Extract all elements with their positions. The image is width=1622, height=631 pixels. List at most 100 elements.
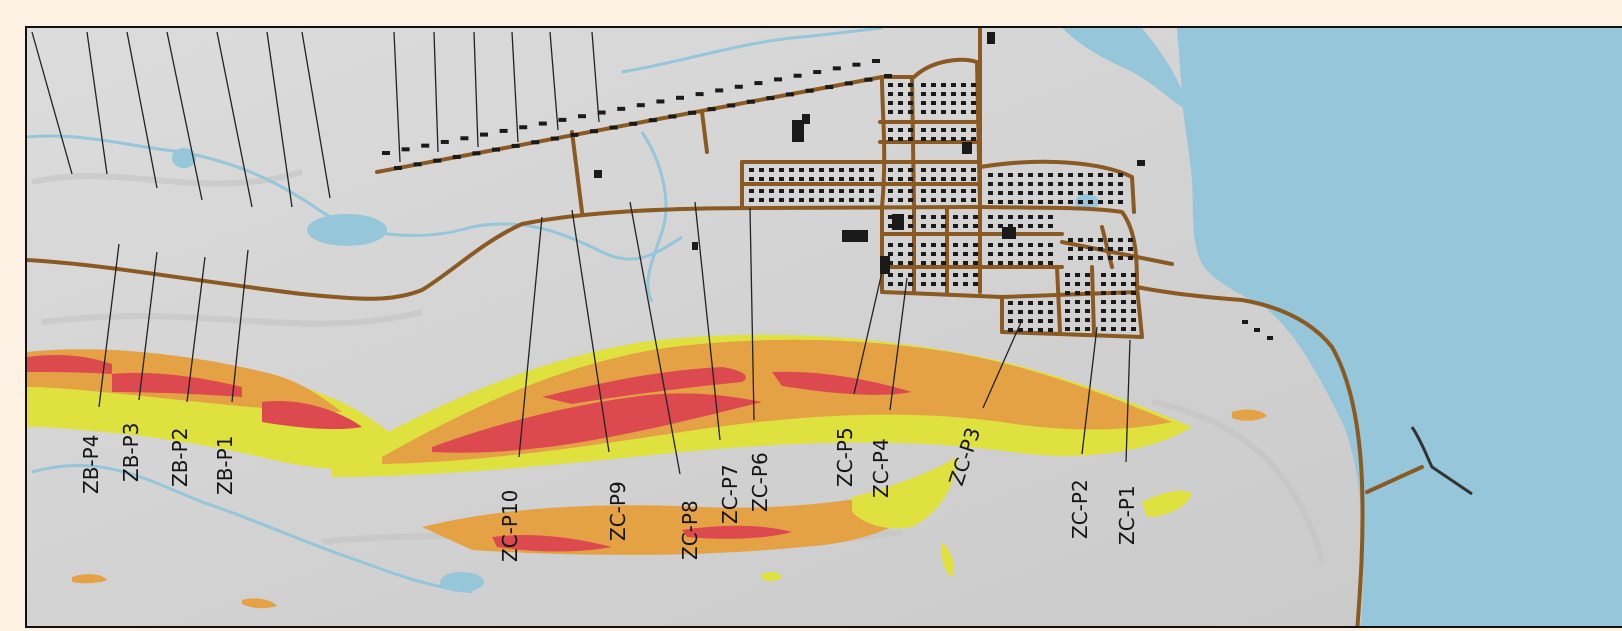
building — [998, 224, 1003, 228]
building — [1128, 247, 1133, 251]
building — [998, 191, 1003, 195]
building — [1048, 200, 1053, 204]
building — [1002, 227, 1016, 239]
building — [769, 177, 774, 181]
building — [1038, 215, 1043, 219]
building — [888, 128, 893, 132]
building — [898, 168, 903, 172]
building — [789, 198, 794, 202]
building — [908, 101, 913, 105]
building — [941, 92, 946, 96]
building — [963, 282, 968, 286]
building — [636, 103, 645, 108]
building — [832, 66, 841, 71]
building — [1038, 261, 1043, 265]
building — [1118, 238, 1123, 242]
building — [884, 74, 892, 78]
lakes — [172, 148, 1099, 592]
building — [1028, 173, 1033, 177]
building — [1008, 215, 1013, 219]
building — [480, 132, 488, 137]
building — [1038, 224, 1043, 228]
building — [1008, 173, 1013, 177]
building — [888, 92, 893, 96]
building — [971, 189, 976, 193]
building — [921, 261, 926, 265]
building — [1118, 256, 1123, 260]
building — [951, 177, 956, 181]
building — [1008, 243, 1013, 247]
building — [1038, 301, 1043, 305]
building — [988, 191, 993, 195]
building — [1121, 300, 1126, 304]
building — [1118, 173, 1123, 177]
building — [1075, 282, 1080, 286]
building — [931, 198, 936, 202]
building — [1108, 182, 1113, 186]
building — [1018, 328, 1023, 332]
building — [908, 282, 913, 286]
building — [998, 261, 1003, 265]
building — [839, 177, 844, 181]
building — [998, 215, 1003, 219]
building — [1048, 310, 1053, 314]
building — [1078, 200, 1083, 204]
building — [839, 189, 844, 193]
building — [1048, 261, 1053, 265]
building — [1048, 182, 1053, 186]
building — [1018, 261, 1023, 265]
building — [1048, 215, 1053, 219]
building — [511, 143, 520, 148]
profile-label: ZC-P10 — [498, 490, 522, 562]
building — [1088, 200, 1093, 204]
building — [829, 189, 834, 193]
building — [597, 110, 606, 115]
building — [872, 59, 880, 63]
hazard-map[interactable]: ZB-P4 ZB-P3 ZB-P2 ZB-P1 ZC-P10 ZC-P9 ZC-… — [27, 28, 1622, 628]
building — [953, 224, 958, 228]
profile-line-zc-p7 — [694, 201, 721, 441]
building — [998, 182, 1003, 186]
building — [759, 198, 764, 202]
building — [799, 189, 804, 193]
building — [1048, 319, 1053, 323]
building — [961, 92, 966, 96]
building — [727, 103, 736, 108]
profile-line-zb-p4 — [98, 243, 120, 408]
building — [839, 198, 844, 202]
building — [1085, 318, 1090, 322]
building — [1101, 318, 1106, 322]
building — [963, 215, 968, 219]
building — [859, 189, 864, 193]
building — [898, 282, 903, 286]
building — [953, 215, 958, 219]
building — [888, 224, 893, 228]
building — [1018, 173, 1023, 177]
building — [774, 77, 782, 82]
building — [869, 177, 874, 181]
building — [695, 92, 704, 97]
building — [961, 198, 966, 202]
building — [1018, 252, 1023, 256]
building — [1088, 182, 1093, 186]
building — [921, 198, 926, 202]
building — [1018, 215, 1023, 219]
building — [849, 168, 854, 172]
map-frame[interactable]: ZB-P4 ZB-P3 ZB-P2 ZB-P1 ZC-P10 ZC-P9 ZC-… — [25, 26, 1622, 628]
building — [1085, 291, 1090, 295]
building — [908, 168, 913, 172]
building — [931, 128, 936, 132]
building — [1028, 200, 1033, 204]
building — [1038, 182, 1043, 186]
building — [1028, 182, 1033, 186]
building — [921, 177, 926, 181]
building — [908, 252, 913, 256]
building — [953, 243, 958, 247]
building — [1008, 310, 1013, 314]
building — [1111, 273, 1116, 277]
building — [779, 168, 784, 172]
building — [931, 252, 936, 256]
building — [1137, 160, 1145, 166]
building — [908, 110, 913, 114]
building — [898, 252, 903, 256]
